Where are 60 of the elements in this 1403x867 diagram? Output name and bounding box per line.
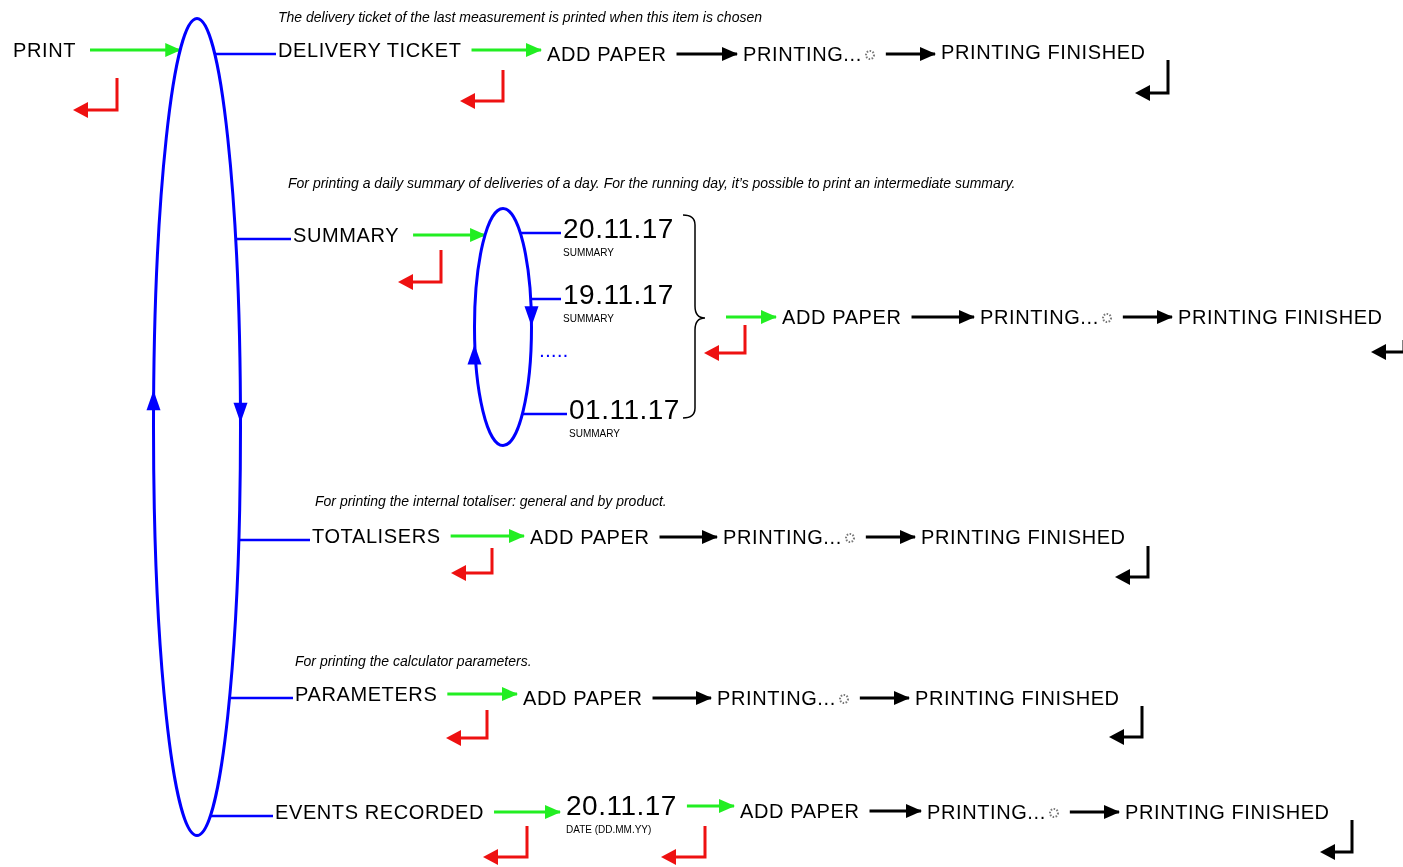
menu-item-text: PRINTING FINISHED	[941, 40, 1146, 64]
date-value: 19.11.17	[563, 280, 674, 310]
connector-line	[229, 696, 293, 700]
menu-item-text: ADD PAPER	[523, 686, 643, 710]
connector-line	[214, 52, 276, 56]
menu-item-text: ADD PAPER	[530, 525, 650, 549]
connector-line	[210, 814, 273, 818]
arrow	[494, 805, 561, 819]
arrow	[726, 310, 777, 324]
arrow	[450, 529, 525, 543]
arrow	[885, 47, 936, 61]
arrow	[447, 687, 518, 701]
sub-label: SUMMARY	[569, 428, 620, 440]
menu-item-text: PRINT	[13, 38, 76, 62]
arrow	[413, 228, 487, 242]
description-text: For printing the internal totaliser: general and by product.	[315, 492, 667, 510]
arrow	[859, 691, 910, 705]
menu-item-text: PRINTING...	[743, 42, 862, 66]
date-value: 20.11.17	[566, 791, 677, 821]
arrow	[652, 691, 712, 705]
sub-label: DATE (DD.MM.YY)	[566, 824, 652, 836]
menu-item-text: ADD PAPER	[740, 799, 860, 823]
arrow	[90, 43, 182, 57]
menu-item-text: PRINTING FINISHED	[915, 686, 1120, 710]
arrow	[471, 43, 542, 57]
menu-item-text: PRINTING...	[980, 305, 1099, 329]
menu-item-text: PRINTING...	[723, 525, 842, 549]
menu-item-text: PRINTING FINISHED	[1125, 800, 1330, 824]
description-text: The delivery ticket of the last measurement is printed when this item is chosen	[278, 8, 762, 26]
menu-item-text: TOTALISERS	[312, 524, 441, 548]
ellipsis-dots: .....	[540, 344, 570, 360]
date-value: 01.11.17	[569, 395, 680, 425]
arrow	[676, 47, 738, 61]
arrow	[659, 530, 718, 544]
arrow	[869, 804, 922, 818]
menu-item-text: PRINTING FINISHED	[921, 525, 1126, 549]
connector-line	[235, 237, 291, 241]
date-value: 20.11.17	[563, 214, 674, 244]
menu-item-text: PARAMETERS	[295, 682, 438, 706]
sub-label: SUMMARY	[563, 247, 614, 259]
arrow	[1069, 805, 1120, 819]
description-text: For printing a daily summary of deliveries of a day. For the running day, it’s possible to print an intermediate summary.	[288, 174, 1016, 192]
connector-line	[530, 297, 561, 301]
arrow	[911, 310, 975, 324]
arrow	[865, 530, 916, 544]
connector-line	[520, 231, 561, 235]
menu-item-text: DELIVERY TICKET	[278, 38, 462, 62]
connector-line	[238, 538, 310, 542]
menu-item-text: ADD PAPER	[782, 305, 902, 329]
arrow	[686, 799, 735, 813]
menu-item-text: ADD PAPER	[547, 42, 667, 66]
sub-label: SUMMARY	[563, 313, 614, 325]
menu-item-text: EVENTS RECORDED	[275, 800, 485, 824]
menu-item-text: SUMMARY	[293, 223, 400, 247]
connector-line	[522, 412, 567, 416]
description-text: For printing the calculator parameters.	[295, 652, 532, 670]
menu-item-text: PRINTING FINISHED	[1178, 305, 1383, 329]
menu-item-text: PRINTING...	[717, 686, 836, 710]
menu-item-text: PRINTING...	[927, 800, 1046, 824]
arrow	[1122, 310, 1173, 324]
